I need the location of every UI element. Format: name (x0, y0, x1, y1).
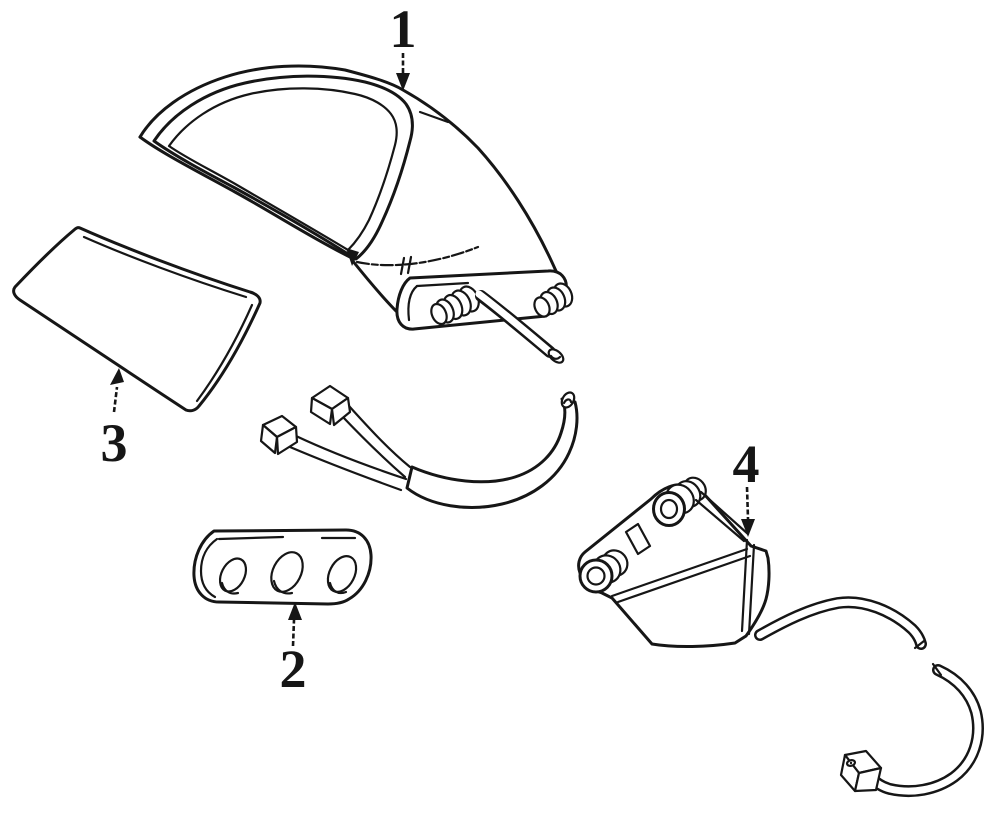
harness-connector-b (259, 414, 299, 456)
bezel-corner-dart (346, 248, 359, 266)
glass-outline (12, 226, 262, 413)
conduit-end-scribble (549, 354, 562, 360)
actuator-side-slot (747, 543, 756, 636)
gasket-hole-crescent (272, 579, 294, 595)
wire-b-edge (288, 445, 403, 492)
housing-outline-left (138, 135, 354, 260)
callout-3-arrow-shaft (112, 386, 119, 413)
wire-b-edge (294, 434, 408, 481)
plug-right-face (275, 425, 299, 456)
gasket-inner-top-line (217, 535, 285, 541)
glass-edge-double-right (195, 303, 254, 403)
pigtail-connector (839, 749, 883, 793)
stud-tip (533, 296, 551, 318)
callout-3-number: 3 (101, 413, 128, 473)
mirror-housing (138, 64, 574, 364)
callout-1-number: 1 (390, 0, 417, 59)
pigtail-wire-front-core (756, 598, 925, 648)
conduit-tube-core (475, 290, 555, 357)
hose-end-scribble (562, 398, 573, 405)
callout-4-arrow-head (741, 519, 755, 537)
plug-left-face (309, 396, 334, 426)
mirror-gasket (192, 528, 373, 606)
wire-a-edge (339, 413, 407, 479)
housing-outline-top (138, 64, 570, 302)
mount-stud-left (430, 285, 480, 326)
callout-1: 1 (390, 0, 417, 91)
callout-1-arrow-head (396, 73, 410, 91)
gasket-hole-crescent (220, 581, 240, 595)
actuator-arm-edge (694, 498, 746, 543)
actuator-boss-lower (578, 549, 629, 594)
plug-front-face (853, 766, 883, 793)
gasket-hole-middle (270, 551, 304, 593)
gasket-inner-cap-arc (199, 537, 219, 599)
gasket-hole-crescent (328, 581, 348, 595)
plug-right-face (330, 396, 352, 427)
actuator-arm-edge (699, 490, 750, 536)
pigtail-break-mark (913, 639, 926, 650)
housing-lower-edge (350, 258, 401, 316)
actuator-pigtail (754, 596, 984, 797)
base-inner-top-line (415, 281, 470, 288)
housing-tick-1 (399, 256, 406, 276)
callout-4-number: 4 (733, 434, 760, 494)
stud-tip (430, 302, 448, 326)
actuator-tab (624, 522, 652, 556)
callout-2-arrow-shaft (291, 619, 296, 647)
housing-tick-2 (406, 255, 413, 275)
callout-4: 4 (733, 434, 760, 537)
mirror-glass (12, 226, 262, 413)
harness-connector-a (309, 384, 352, 427)
wire-a-edge (347, 404, 412, 469)
boss-bore (659, 498, 679, 520)
actuator-boss-upper (652, 476, 707, 527)
harness-hose (405, 397, 579, 509)
housing-wire-conduit (475, 290, 565, 364)
mirror-motor-actuator (577, 476, 771, 649)
pigtail-wire-rear-core (866, 666, 982, 795)
actuator-face-ridge (616, 554, 752, 604)
plug-left-face (259, 423, 279, 455)
boss-bore (586, 566, 606, 586)
callout-4-arrow-shaft (745, 486, 750, 520)
actuator-face-ridge (610, 547, 749, 598)
callout-3: 3 (101, 368, 128, 473)
housing-crease-arc (355, 245, 480, 267)
base-inner-cap-arc (407, 284, 419, 322)
conduit-broken-end (547, 348, 565, 364)
callout-2-number: 2 (280, 639, 307, 699)
callout-2-arrow-head (288, 602, 302, 620)
actuator-side-slot (740, 538, 749, 633)
bezel-inner-loop (167, 87, 398, 252)
glass-edge-double-top (82, 235, 248, 299)
pigtail-break-mark (931, 662, 943, 677)
mount-stud-right (533, 282, 574, 318)
housing-shell-dash (418, 110, 450, 124)
plug-hole-dot (849, 761, 853, 765)
callout-2: 2 (280, 602, 307, 699)
callout-3-arrow-head (110, 368, 124, 385)
mirror-wiring-harness (259, 384, 579, 509)
bezel-outer-loop (152, 74, 414, 261)
